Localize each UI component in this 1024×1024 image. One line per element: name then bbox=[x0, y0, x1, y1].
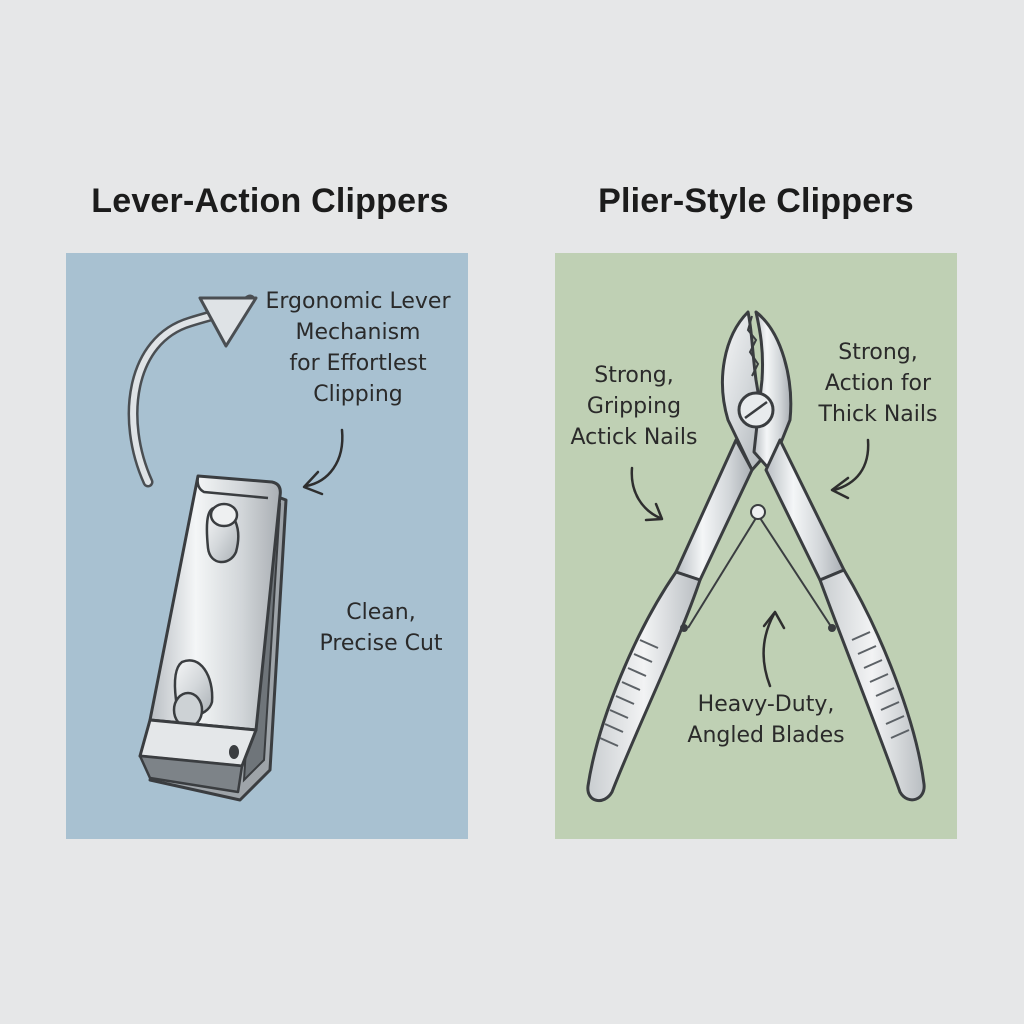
lever-mechanism-label: Ergonomic Lever Mechanism for Effortlest… bbox=[258, 286, 458, 410]
thick-nails-label: Strong, Action for Thick Nails bbox=[810, 337, 946, 430]
lever-label-line: Mechanism bbox=[295, 320, 421, 345]
gripping-label-line: Strong, bbox=[594, 363, 674, 388]
gripping-label: Strong, Gripping Actick Nails bbox=[562, 360, 706, 453]
lever-clippers-title: Lever-Action Clippers bbox=[91, 182, 449, 220]
thick-nails-label-line: Action for bbox=[824, 371, 932, 396]
lever-curved-arrow-icon bbox=[127, 294, 258, 488]
blades-pointer-arrow-icon bbox=[762, 610, 786, 688]
cut-label-line: Precise Cut bbox=[319, 631, 443, 656]
lever-clipper-icon bbox=[138, 474, 288, 802]
lever-label-line: for Effortlest bbox=[289, 351, 427, 376]
blades-label-line: Angled Blades bbox=[687, 723, 845, 748]
lever-label-line: Ergonomic Lever bbox=[265, 289, 451, 314]
gripping-label-line: Actick Nails bbox=[570, 425, 698, 450]
lever-label-line: Clipping bbox=[313, 382, 403, 407]
lever-pointer-arrow-icon bbox=[302, 428, 344, 496]
thick-nails-label-line: Strong, bbox=[838, 340, 918, 365]
thick-nails-pointer-arrow-icon bbox=[830, 438, 870, 500]
plier-clipper-icon bbox=[586, 310, 926, 802]
blades-label-line: Heavy-Duty, bbox=[697, 692, 835, 717]
angled-blades-label: Heavy-Duty, Angled Blades bbox=[676, 689, 856, 751]
thick-nails-label-line: Thick Nails bbox=[818, 402, 938, 427]
cut-label-line: Clean, bbox=[346, 600, 416, 625]
precise-cut-label: Clean, Precise Cut bbox=[306, 597, 456, 659]
gripping-label-line: Gripping bbox=[586, 394, 682, 419]
grip-pointer-arrow-icon bbox=[630, 466, 664, 522]
plier-clippers-title: Plier-Style Clippers bbox=[598, 182, 914, 220]
